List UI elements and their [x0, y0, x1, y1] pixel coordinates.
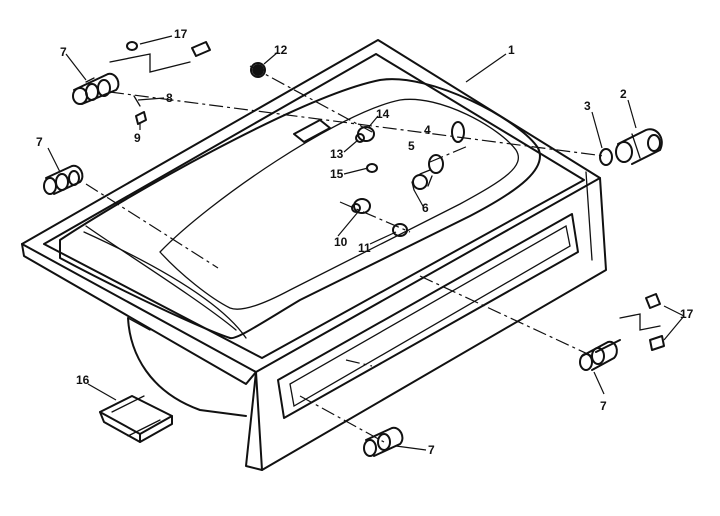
callout-9: 9: [134, 131, 141, 145]
fitting-part-7-left: [43, 164, 84, 195]
callout-17-upper: 17: [174, 27, 188, 41]
callout-labels: 1 2 3 4 5 6 7 7 7 7 8 9 10 11 12 13 14 1…: [36, 27, 694, 457]
callout-4: 4: [424, 123, 431, 137]
screw-part-8: [133, 95, 141, 107]
callout-1: 1: [508, 43, 515, 57]
leader-lines: [47, 35, 685, 451]
callout-11: 11: [358, 241, 371, 255]
clips-part-17-upper: [109, 41, 211, 73]
fitting-part-7-upper-left: [72, 72, 120, 105]
callout-7-right: 7: [600, 399, 607, 413]
callout-7-left: 7: [36, 135, 43, 149]
callout-17-lower: 17: [680, 307, 694, 321]
callout-6: 6: [422, 201, 429, 215]
callout-15: 15: [330, 167, 344, 181]
gasket-part-3: [599, 148, 613, 166]
fitting-part-7-right: [579, 339, 621, 371]
callout-7-upper-left: 7: [60, 45, 67, 59]
bracket-part-16: [99, 395, 173, 443]
assembly-lines: [85, 65, 605, 443]
callout-14: 14: [376, 107, 390, 121]
callout-8: 8: [166, 91, 173, 105]
callout-13: 13: [330, 147, 344, 161]
fitting-part-7-bottom: [363, 426, 404, 457]
callout-7-bottom: 7: [428, 443, 435, 457]
callout-5: 5: [408, 139, 415, 153]
nut-part-9: [135, 111, 147, 125]
callout-16: 16: [76, 373, 90, 387]
clips-part-17-lower: [619, 293, 665, 351]
bathtub-shell: [21, 39, 607, 471]
callout-3: 3: [584, 99, 591, 113]
callout-10: 10: [334, 235, 348, 249]
callout-12: 12: [274, 43, 288, 57]
fitting-part-2: [615, 128, 663, 165]
callout-2: 2: [620, 87, 627, 101]
